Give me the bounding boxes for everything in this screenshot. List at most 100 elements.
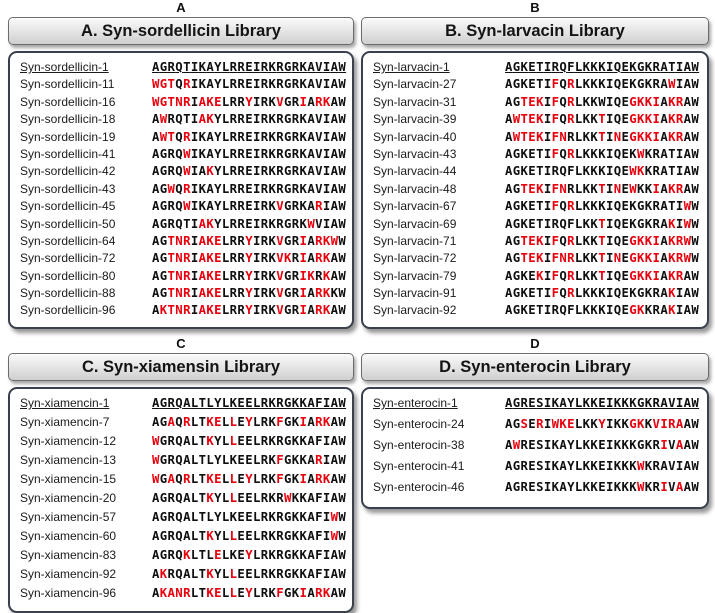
mutated-residue: Y bbox=[245, 586, 253, 600]
peptide-sequence: AWRQTIAKYLRREIRKRGRKAVIAW bbox=[152, 112, 347, 127]
panel-corner-label-d: D bbox=[530, 336, 540, 351]
mutated-residue: K bbox=[668, 112, 676, 127]
mutated-residue: T bbox=[598, 251, 606, 266]
peptide-name: Syn-enterocin-46 bbox=[373, 480, 465, 494]
mutated-residue: W bbox=[330, 233, 339, 248]
mutated-residue: F bbox=[551, 181, 560, 196]
mutated-residue: E bbox=[567, 417, 575, 431]
mutated-residue: Y bbox=[598, 417, 606, 431]
mutated-residue: T bbox=[520, 112, 529, 127]
mutated-residue: R bbox=[675, 181, 684, 196]
mutated-residue: K bbox=[206, 216, 215, 231]
mutated-residue: T bbox=[598, 233, 606, 248]
mutated-residue: I bbox=[299, 268, 308, 283]
mutated-residue: W bbox=[637, 480, 645, 494]
mutated-residue: R bbox=[567, 94, 575, 109]
mutated-residue: I bbox=[660, 480, 669, 494]
peptide-name: Syn-larvacin-48 bbox=[373, 181, 457, 196]
mutated-residue: A bbox=[167, 586, 176, 600]
mutated-residue: W bbox=[159, 112, 168, 127]
peptide-name: Syn-sordellicin-42 bbox=[20, 164, 116, 179]
panel-xiamensin: C C. Syn-xiamensin Library Syn-xiamencin… bbox=[8, 336, 354, 613]
mutated-residue: I bbox=[660, 417, 669, 431]
mutated-residue: R bbox=[183, 268, 191, 283]
peptide-sequence: AKTNRIAKELRRYIRKVGRIARKAW bbox=[152, 303, 347, 318]
mutated-residue: N bbox=[175, 268, 184, 283]
panel-header-enterocin: D. Syn-enterocin Library bbox=[361, 353, 709, 381]
mutated-residue: R bbox=[315, 199, 323, 214]
mutated-residue: K bbox=[206, 94, 215, 109]
mutated-residue: R bbox=[183, 286, 191, 301]
peptide-name: Syn-sordellicin-43 bbox=[20, 181, 116, 196]
mutated-residue: A bbox=[198, 112, 207, 127]
mutated-residue: G bbox=[159, 77, 168, 92]
mutated-residue: V bbox=[276, 268, 285, 283]
mutated-residue: K bbox=[322, 586, 331, 600]
mutated-residue: W bbox=[637, 459, 645, 473]
peptide-sequence: AGKETIRQFLKKTIQEKGKRAKIWW bbox=[505, 216, 700, 231]
mutated-residue: R bbox=[567, 268, 575, 283]
mutated-residue: W bbox=[167, 181, 176, 196]
peptide-name: Syn-larvacin-79 bbox=[373, 268, 457, 283]
mutated-residue: L bbox=[229, 415, 238, 429]
mutated-residue: F bbox=[551, 251, 560, 266]
peptide-name: Syn-sordellicin-88 bbox=[20, 286, 116, 301]
mutated-residue: T bbox=[167, 251, 176, 266]
mutated-residue: R bbox=[675, 112, 684, 127]
mutated-residue: F bbox=[276, 415, 285, 429]
peptide-sequence: AGRQWIKAYLRREIRKVGRKARIAW bbox=[152, 199, 347, 214]
mutated-residue: R bbox=[183, 586, 191, 600]
mutated-residue: K bbox=[206, 233, 215, 248]
mutated-residue: R bbox=[567, 233, 575, 248]
peptide-name: Syn-sordellicin-64 bbox=[20, 233, 116, 248]
mutated-residue: E bbox=[214, 94, 222, 109]
mutated-residue: I bbox=[299, 251, 308, 266]
mutated-residue: G bbox=[629, 112, 638, 127]
peptide-sequence: WGTQRIKAYLRREIRKRGRKAVIAW bbox=[152, 77, 347, 92]
mutated-residue: N bbox=[559, 181, 568, 196]
mutated-residue: K bbox=[644, 268, 653, 283]
mutated-residue: F bbox=[276, 472, 285, 486]
mutated-residue: L bbox=[229, 529, 238, 543]
mutated-residue: K bbox=[536, 94, 544, 109]
mutated-residue: A bbox=[675, 438, 684, 452]
mutated-residue: K bbox=[322, 251, 331, 266]
mutated-residue: K bbox=[206, 164, 215, 179]
peptide-sequence: WGAQRLTKELLEYLRKFGKIARKAW bbox=[152, 472, 347, 486]
mutated-residue: V bbox=[276, 286, 285, 301]
mutated-residue: W bbox=[330, 510, 339, 524]
mutated-residue: L bbox=[229, 434, 238, 448]
peptide-name: Syn-enterocin-1 bbox=[373, 396, 458, 410]
mutated-residue: R bbox=[315, 415, 323, 429]
peptide-sequence: AGKETIFQRLKKKIQEKGKRAWIAW bbox=[505, 77, 700, 92]
mutated-residue: G bbox=[629, 94, 638, 109]
peptide-name: Syn-sordellicin-18 bbox=[20, 112, 116, 127]
mutated-residue: T bbox=[167, 286, 176, 301]
mutated-residue: G bbox=[629, 417, 638, 431]
mutated-residue: R bbox=[675, 268, 684, 283]
peptide-name: Syn-xiamencin-60 bbox=[20, 529, 117, 543]
mutated-residue: T bbox=[598, 216, 606, 231]
mutated-residue: I bbox=[299, 94, 308, 109]
mutated-residue: R bbox=[183, 129, 191, 144]
mutated-residue: L bbox=[229, 472, 238, 486]
mutated-residue: T bbox=[520, 181, 529, 196]
mutated-residue: W bbox=[183, 199, 191, 214]
